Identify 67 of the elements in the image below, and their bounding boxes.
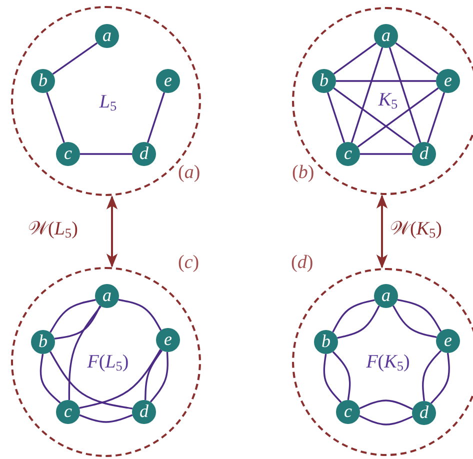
graph-edge (50, 299, 96, 333)
graph-vertex: e (156, 328, 180, 352)
panel-label: (b) (292, 162, 314, 184)
graph-vertex: c (336, 400, 360, 424)
graph-edge (397, 299, 442, 332)
graph-vertex: e (436, 69, 460, 93)
graph-edge (357, 87, 439, 148)
panel-label: (a) (178, 162, 200, 184)
graph-vertex: a (95, 284, 119, 308)
graph-vertex: d (412, 142, 436, 166)
graph-edge (333, 42, 377, 75)
graph-vertex: c (56, 400, 80, 424)
graph-edge (79, 349, 162, 409)
graph-edge (426, 92, 446, 143)
graph-edge (350, 47, 384, 143)
panel-label: (d) (291, 252, 314, 274)
graph-vertex: a (374, 24, 398, 48)
graph-edge (422, 350, 442, 402)
graph-vertex: b (31, 330, 55, 354)
graph-edge (360, 153, 412, 155)
graph-vertex: a (95, 24, 119, 48)
graph-label: K$_{5}$ (378, 89, 398, 113)
graph-edge (80, 153, 132, 155)
graph-vertex: b (31, 69, 55, 93)
graph-edge (323, 354, 342, 403)
graph-edge (359, 415, 413, 426)
graph-vertex: d (412, 401, 436, 425)
double-arrow (106, 195, 118, 268)
graph-vertex: e (436, 329, 460, 353)
graph-edge (395, 42, 439, 75)
edge-label: 𝒲(L$_{5}$) (28, 218, 78, 242)
graph-vertex: c (336, 142, 360, 166)
panel-label: (c) (178, 252, 200, 274)
graph-edge (50, 351, 133, 410)
graph-vertex: b (314, 330, 338, 354)
graph-edge (388, 47, 422, 143)
graph-edge (79, 414, 133, 423)
graph-edge (336, 80, 436, 82)
graph-edge (54, 305, 101, 340)
graph-vertex: c (56, 142, 80, 166)
graph-edge (392, 305, 437, 338)
graph-edge (40, 354, 61, 404)
graph-edge (333, 87, 415, 148)
graph-label: F(K$_{5}$) (366, 351, 410, 375)
dashed-boundary (292, 7, 473, 195)
graph-vertex: d (132, 142, 156, 166)
graph-edge (326, 92, 346, 143)
graph-edge (146, 92, 166, 143)
graph-edge (118, 298, 162, 331)
graph-edge (68, 306, 102, 400)
dashed-boundary (11, 6, 201, 196)
graph-edge (144, 350, 163, 400)
graph-vertex: e (156, 69, 180, 93)
graph-edge (46, 92, 65, 143)
graph-label: F(L$_{5}$) (87, 351, 129, 375)
graph-edge (52, 42, 98, 75)
graph-edge (332, 351, 351, 400)
graph-vertex: b (312, 69, 336, 93)
graph-edge (359, 400, 413, 410)
graph-label: L$_{5}$ (99, 91, 117, 115)
double-arrow (376, 194, 388, 268)
graph-vertex: d (132, 400, 156, 424)
graph-edge (332, 299, 375, 333)
edge-label: 𝒲(K$_{5}$) (390, 218, 442, 242)
graph-edge (430, 352, 450, 404)
graph-edge (150, 352, 168, 402)
graph-vertex: a (374, 284, 398, 308)
